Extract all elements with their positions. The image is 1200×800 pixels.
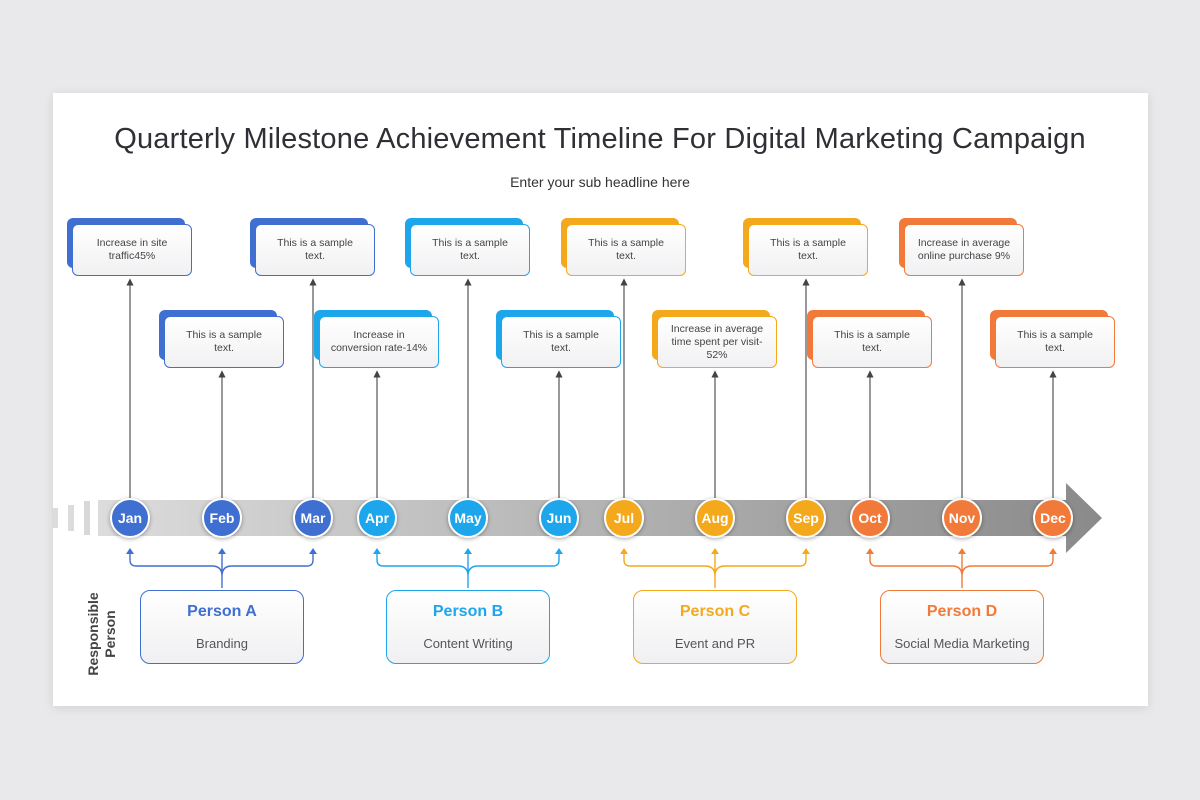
milestone-card-aug: Increase in average time spent per visit… — [657, 316, 777, 368]
bracket-arrowhead — [555, 548, 563, 554]
person-bracket — [376, 550, 560, 588]
page-title: Quarterly Milestone Achievement Timeline… — [114, 123, 1086, 155]
month-node-aug: Aug — [695, 498, 735, 538]
month-node-feb: Feb — [202, 498, 242, 538]
bracket-arrowhead — [464, 548, 472, 554]
month-node-may: May — [448, 498, 488, 538]
month-node-jan: Jan — [110, 498, 150, 538]
milestone-card-nov: Increase in average online purchase 9% — [904, 224, 1024, 276]
page-subtitle: Enter your sub headline here — [510, 174, 690, 190]
month-node-mar: Mar — [293, 498, 333, 538]
milestone-card-sep: This is a sample text. — [748, 224, 868, 276]
month-node-dec: Dec — [1033, 498, 1073, 538]
person-name: Person A — [187, 603, 257, 620]
bracket-arrowhead — [802, 548, 810, 554]
bracket-arrowhead — [1049, 548, 1057, 554]
timeline-arrow — [98, 483, 1102, 553]
month-node-jun: Jun — [539, 498, 579, 538]
milestone-card-apr: Increase in conversion rate-14% — [319, 316, 439, 368]
person-name: Person B — [432, 603, 504, 620]
bracket-arrowhead — [866, 548, 874, 554]
milestone-card-dec: This is a sample text. — [995, 316, 1115, 368]
person-role: Event and PR — [674, 636, 756, 651]
person-role: Content Writing — [423, 636, 513, 651]
timeline-tail-dash — [84, 501, 90, 535]
milestone-card-oct: This is a sample text. — [812, 316, 932, 368]
milestone-card-feb: This is a sample text. — [164, 316, 284, 368]
bracket-arrowhead — [620, 548, 628, 554]
month-node-nov: Nov — [942, 498, 982, 538]
person-bracket — [129, 550, 314, 588]
person-bracket — [623, 550, 807, 588]
person-box-3: Person C Event and PR — [633, 590, 797, 664]
month-node-oct: Oct — [850, 498, 890, 538]
person-name: Person C — [679, 603, 751, 620]
bracket-arrowhead — [373, 548, 381, 554]
person-name: Person D — [926, 603, 998, 620]
bracket-arrowhead — [958, 548, 966, 554]
milestone-card-jul: This is a sample text. — [566, 224, 686, 276]
bracket-arrowhead — [126, 548, 134, 554]
person-box-2: Person B Content Writing — [386, 590, 550, 664]
milestone-card-mar: This is a sample text. — [255, 224, 375, 276]
milestone-card-may: This is a sample text. — [410, 224, 530, 276]
person-box-1: Person A Branding — [140, 590, 304, 664]
person-bracket — [869, 550, 1054, 588]
timeline-tail-dash — [68, 505, 74, 531]
bracket-arrowhead — [218, 548, 226, 554]
bracket-arrowhead — [711, 548, 719, 554]
person-box-4: Person D Social Media Marketing — [880, 590, 1044, 664]
person-role: Branding — [195, 636, 249, 651]
responsible-person-label: Responsible Person — [85, 592, 118, 676]
month-node-apr: Apr — [357, 498, 397, 538]
month-node-jul: Jul — [604, 498, 644, 538]
person-role: Social Media Marketing — [894, 636, 1030, 651]
timeline-tail-dash — [52, 508, 58, 528]
milestone-card-jan: Increase in site traffic45% — [72, 224, 192, 276]
milestone-card-jun: This is a sample text. — [501, 316, 621, 368]
bracket-arrowhead — [309, 548, 317, 554]
month-node-sep: Sep — [786, 498, 826, 538]
